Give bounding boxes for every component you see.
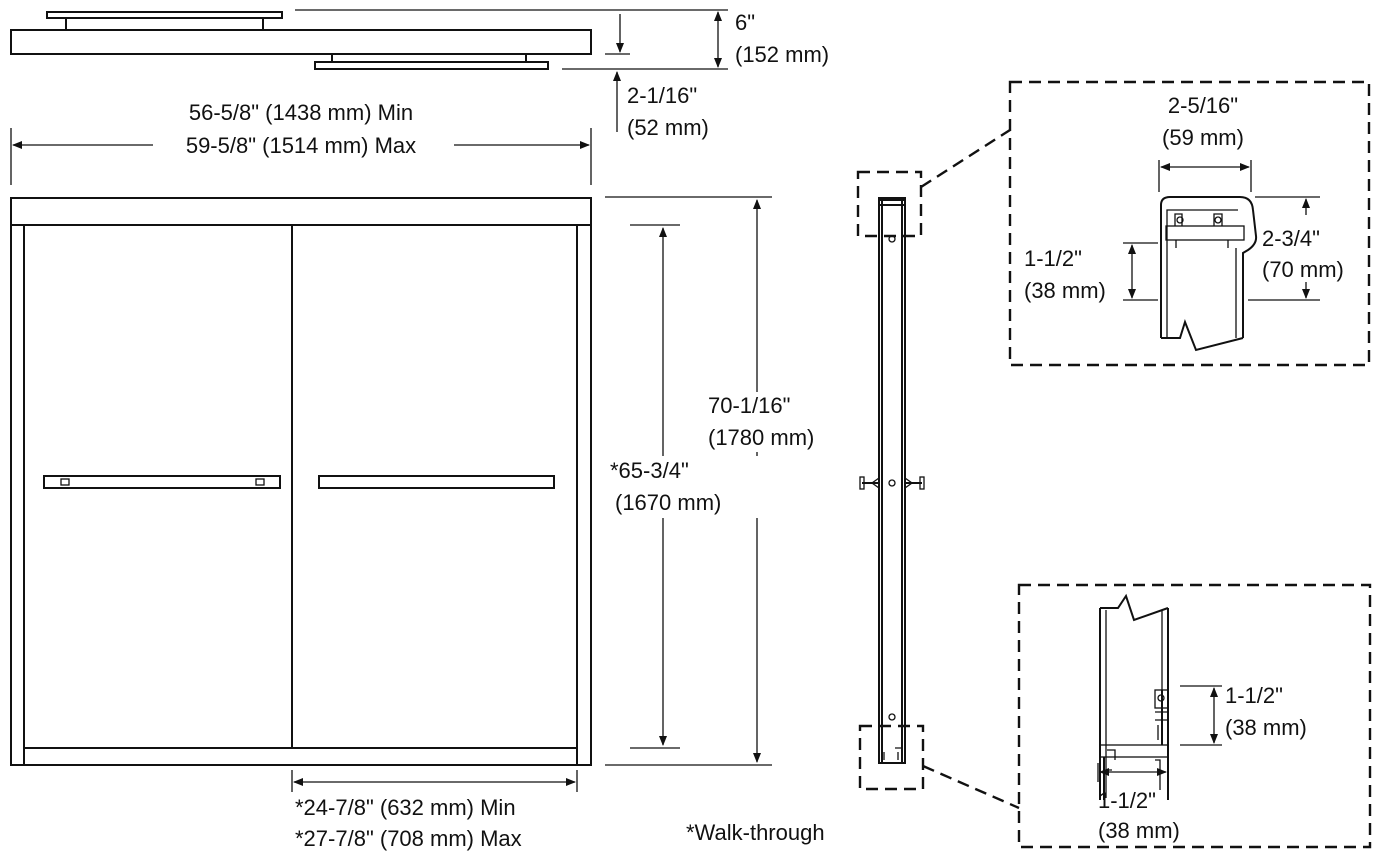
top-detail [1008,80,1371,367]
front-elevation [10,197,592,766]
top-height-label-2: (70 mm) [1262,257,1344,282]
bottom-width-label-1: 1-1/2" [1098,788,1156,813]
top-width-label-1: 2-5/16" [1168,93,1238,118]
side-elevation [856,128,1020,810]
overall-height-label-1: 70-1/16" [708,393,790,418]
bottom-detail [1017,583,1372,849]
width-dimension [10,128,592,185]
opening-height-label-1: *65-3/4" [610,458,689,483]
offset-label-1: 2-1/16" [627,83,697,108]
offset-label-2: (52 mm) [627,115,709,140]
top-inset-label-2: (38 mm) [1024,278,1106,303]
width-max-label: 59-5/8" (1514 mm) Max [186,133,416,158]
plan-view [10,9,728,132]
bottom-width-label-2: (38 mm) [1098,818,1180,843]
top-width-label-2: (59 mm) [1162,125,1244,150]
walk-through-dimension [291,770,578,792]
overall-height-label-2: (1780 mm) [708,425,814,450]
top-inset-label-1: 1-1/2" [1024,246,1082,271]
walk-max-label: *27-7/8" (708 mm) Max [295,826,522,851]
bottom-height-label-1: 1-1/2" [1225,683,1283,708]
walk-min-label: *24-7/8" (632 mm) Min [295,795,516,820]
opening-height-label-2: (1670 mm) [615,490,721,515]
bottom-height-label-2: (38 mm) [1225,715,1307,740]
walk-through-footnote: *Walk-through [686,820,825,845]
width-min-label: 56-5/8" (1438 mm) Min [189,100,413,125]
depth-label-1: 6" [735,10,755,35]
depth-label-2: (152 mm) [735,42,829,67]
top-height-label-1: 2-3/4" [1262,226,1320,251]
